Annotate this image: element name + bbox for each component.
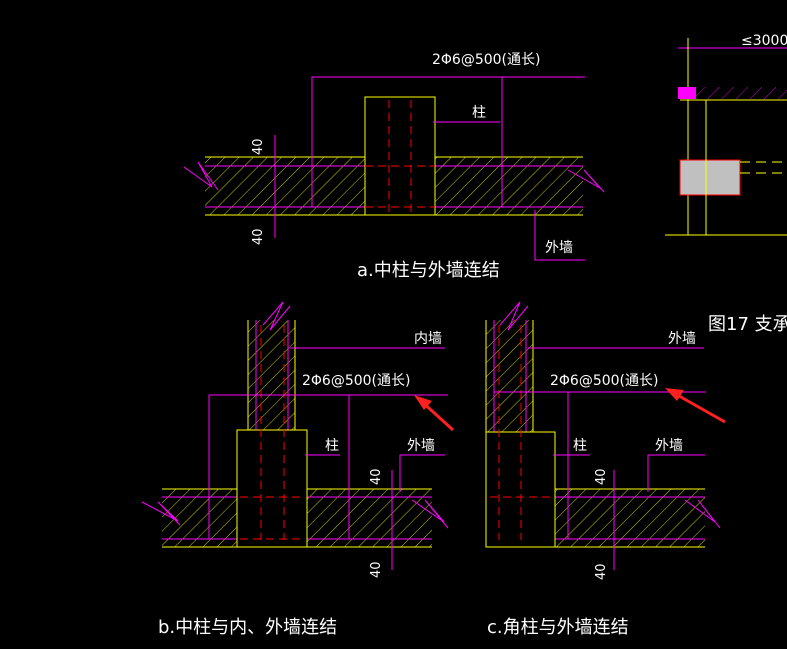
diagram-c-dim-top: 40 <box>594 468 609 485</box>
diagram-c-wall-hatch <box>555 489 705 547</box>
diagram-c-red-arrow <box>671 390 726 424</box>
diagram-b-caption: b.中柱与内、外墙连结 <box>158 617 337 638</box>
diagram-b-rebar-leader <box>208 394 448 539</box>
diagram-b-column <box>236 429 308 548</box>
diagram-a-wall-label: 外墙 <box>545 240 573 256</box>
diagram-a-wall-leader <box>534 210 585 261</box>
fig17-hatch <box>695 87 787 99</box>
diagram-b: 内墙 2Φ6@500(通长) 柱 外墙 40 40 b.中柱与内、外墙连结 <box>141 301 455 638</box>
diagram-b-dim-top: 40 <box>369 468 384 485</box>
diagram-b-outer-wall-label: 外墙 <box>407 438 435 454</box>
diagram-a-column <box>364 96 436 216</box>
fig17-pink-block <box>678 87 696 99</box>
diagram-b-inner-wall-label: 内墙 <box>414 331 442 347</box>
diagram-c-column-label: 柱 <box>573 438 587 454</box>
diagram-c-rebar-note: 2Φ6@500(通长) <box>550 373 658 389</box>
diagram-c-outer-wall-label-top: 外墙 <box>668 331 696 347</box>
diagram-a-column-label: 柱 <box>472 105 486 121</box>
diagram-a-dim-bottom: 40 <box>251 228 266 245</box>
figure-17: ≤3000 图17 支承 <box>665 33 787 335</box>
diagram-b-column-label: 柱 <box>325 438 339 454</box>
diagram-a-dim-top: 40 <box>251 138 266 155</box>
diagram-a: 2Φ6@500(通长) 柱 外墙 40 40 a.中柱与外墙连结 <box>183 52 605 281</box>
fig17-caption: 图17 支承 <box>708 314 787 335</box>
fig17-dim-text: ≤3000 <box>741 33 787 49</box>
diagram-a-rebar-note: 2Φ6@500(通长) <box>432 52 540 68</box>
top-partial-text: ………………………………………………… <box>0 0 266 2</box>
fig17-gray-block <box>679 159 741 196</box>
diagram-a-rebar-leader <box>311 76 503 207</box>
diagram-c-outer-wall-label: 外墙 <box>655 438 683 454</box>
diagram-c: 外墙 2Φ6@500(通长) 柱 外墙 40 40 c.角柱与外墙连结 <box>485 301 726 638</box>
diagram-c-caption: c.角柱与外墙连结 <box>487 617 629 638</box>
diagram-a-caption: a.中柱与外墙连结 <box>357 260 500 281</box>
diagram-c-dim-bottom: 40 <box>594 563 609 580</box>
diagram-b-rebar-note: 2Φ6@500(通长) <box>302 373 410 389</box>
diagram-a-break-right <box>567 169 605 193</box>
diagram-b-dim-bottom: 40 <box>369 561 384 578</box>
diagram-a-break-left <box>183 161 219 191</box>
